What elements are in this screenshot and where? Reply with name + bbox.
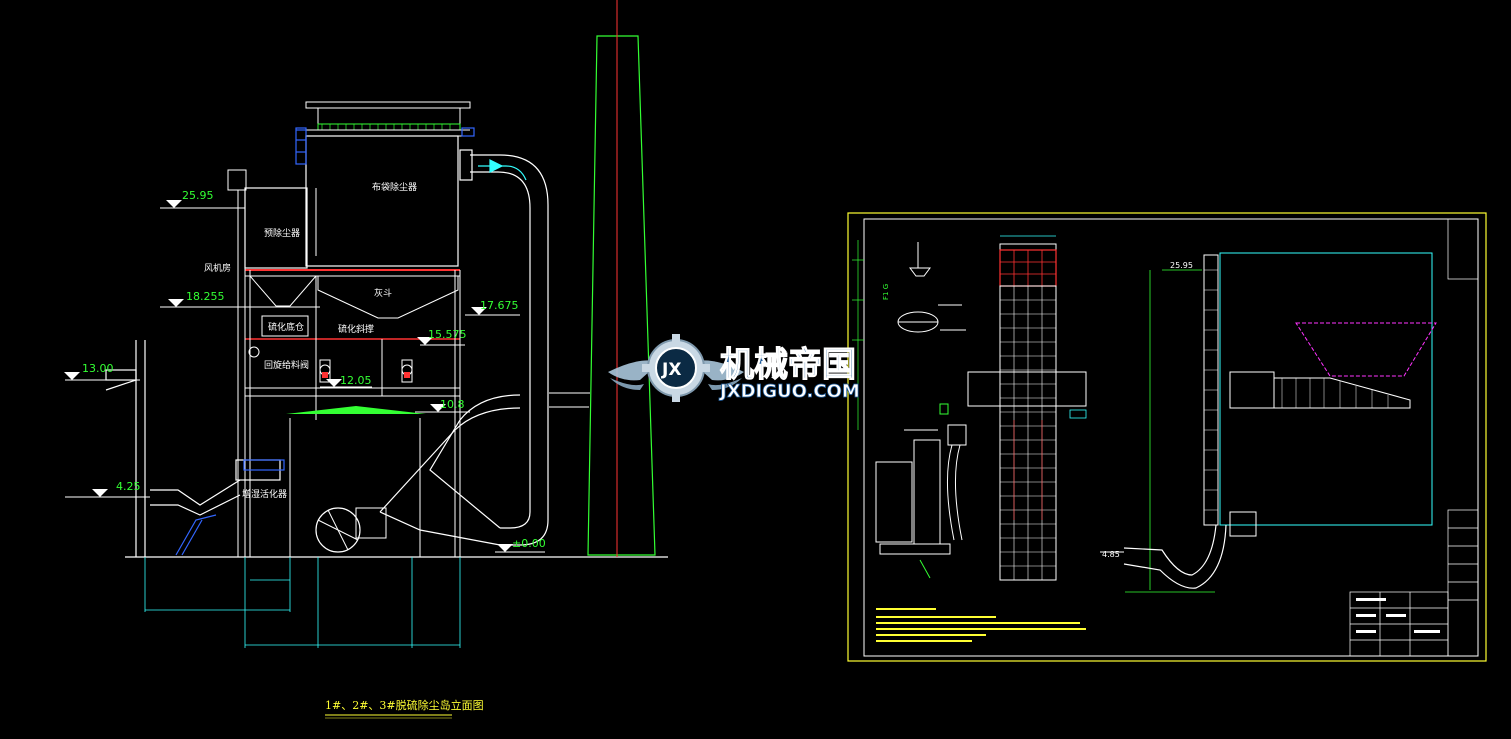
pre-filter: 预除尘器 风机房: [204, 169, 317, 274]
left-elevation-view: 布袋除尘器 预除尘器 风机房 灰斗 硫化底仓 硫化斜撑: [64, 0, 668, 719]
tower-front-view: 25.95 4.85: [1100, 252, 1437, 593]
humidifier-label: 增湿活化器: [242, 488, 287, 500]
elevation-10-8: 10.8: [440, 398, 465, 411]
fan-room-label: 风机房: [204, 262, 231, 274]
rotary-valve-label: 回旋给料阀: [264, 359, 309, 371]
elevation-4-25: 4.25: [116, 480, 141, 493]
desulf-screw-label: 硫化斜撑: [338, 323, 374, 335]
title-block: [1349, 218, 1479, 657]
watermark-brand-en: JXDIGUO.COM: [718, 381, 860, 402]
ash-hopper-label: 灰斗: [374, 287, 392, 299]
watermark: JX 机械帝国 JXDIGUO.COM: [608, 334, 860, 402]
tower-side-view: [875, 235, 1087, 581]
bag-filter: 布袋除尘器: [295, 101, 475, 267]
elevation-0-00: ±0.00: [512, 537, 546, 550]
elevation-18-255: 18.255: [186, 290, 225, 303]
right-drawing-sheet: F1 G: [847, 212, 1487, 662]
elevation-25-95: 25.95: [182, 189, 214, 202]
structure-columns: [237, 188, 461, 557]
svg-text:F1 G: F1 G: [882, 284, 890, 300]
induced-draft-fan: [315, 507, 387, 553]
desulf-silo-label: 硫化底仓: [268, 321, 304, 333]
chimney: [549, 0, 656, 557]
flue-duct: [379, 149, 549, 546]
elevation-markers: 25.95 18.255 17.675 15.575 13.00 12.05 1…: [64, 189, 546, 553]
elevation-17-675: 17.675: [480, 299, 519, 312]
front-view-elevation-4-85: 4.85: [1102, 550, 1120, 559]
watermark-brand-cn: 机械帝国: [720, 345, 856, 385]
pre-filter-label: 预除尘器: [264, 227, 300, 239]
bag-filter-label: 布袋除尘器: [372, 181, 417, 193]
elevation-15-575: 15.575: [428, 328, 467, 341]
watermark-emblem: JX: [661, 360, 681, 380]
general-notes: [876, 608, 1086, 642]
detail-f: [897, 242, 966, 333]
canopy: [286, 406, 426, 557]
drawing-title: 1#、2#、3#脱硫除尘岛立面图: [325, 698, 484, 712]
elevation-13-00: 13.00: [82, 362, 114, 375]
gear-wings-icon: JX: [642, 334, 710, 402]
elevation-12-05: 12.05: [340, 374, 372, 387]
front-view-elevation-25-95: 25.95: [1170, 261, 1193, 270]
foundation-dimensions: [144, 557, 461, 648]
